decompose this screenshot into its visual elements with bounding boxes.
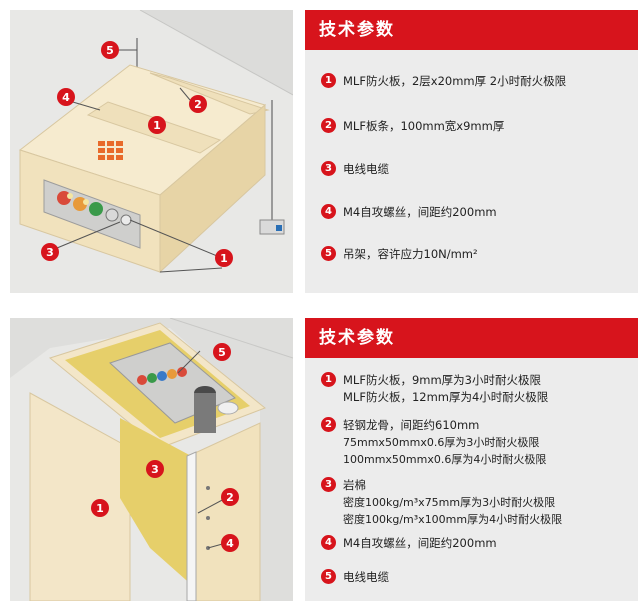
item-number: 4 <box>321 535 336 550</box>
cable-orange <box>167 369 177 379</box>
item-text: M4自攻螺丝，间距约200mm <box>343 205 497 219</box>
svg-text:3: 3 <box>151 463 159 476</box>
item-text: 100mmx50mmx0.6厚为4小时耐火极限 <box>343 453 547 466</box>
item-text: 75mmx50mmx0.6厚为3小时耐火极限 <box>343 436 540 449</box>
enclosure-side <box>159 103 266 274</box>
tech-params-panel-bottom: 技术参数 1 MLF防火板，9mm厚为3小时耐火极限 MLF防火板，12mm厚为… <box>305 318 638 601</box>
item-number: 3 <box>321 477 336 492</box>
item-text: M4自攻螺丝，间距约200mm <box>343 536 497 550</box>
cable-blue <box>157 371 167 381</box>
batten-strip <box>149 72 270 115</box>
param-item-4: 4 M4自攻螺丝，间距约200mm <box>321 535 632 552</box>
item-text: MLF防火板，9mm厚为3小时耐火极限 <box>343 373 541 387</box>
svg-text:1: 1 <box>220 252 228 265</box>
tech-params-panel-top: 技术参数 1 MLF防火板，2层x20mm厚 2小时耐火极限 2 MLF板条，1… <box>305 10 638 293</box>
item-number: 1 <box>321 73 336 88</box>
svg-text:4: 4 <box>62 91 70 104</box>
callout-1b: 1 <box>215 249 233 267</box>
param-item-3: 3 岩棉 密度100kg/m³x75mm厚为3小时耐火极限 密度100kg/m³… <box>321 477 632 528</box>
callout-4: 4 <box>221 534 239 552</box>
param-item-5: 5 吊架，容许应力10N/mm² <box>321 246 632 263</box>
item-text: 电线电缆 <box>343 162 389 176</box>
item-text: 密度100kg/m³x100mm厚为4小时耐火极限 <box>343 513 563 526</box>
callout-1: 1 <box>91 499 109 517</box>
item-text: 密度100kg/m³x75mm厚为3小时耐火极限 <box>343 496 556 509</box>
duct-enclosure-illustration: 5 4 2 1 3 1 <box>10 10 293 293</box>
svg-text:2: 2 <box>226 491 234 504</box>
duct-enclosure-drawing: 5 4 2 1 3 1 <box>18 10 293 274</box>
item-number: 3 <box>321 161 336 176</box>
callout-3: 3 <box>146 460 164 478</box>
callout-5: 5 <box>101 41 119 59</box>
callout-2: 2 <box>221 488 239 506</box>
cable-red <box>137 375 147 385</box>
param-item-2: 2 轻钢龙骨，间距约610mm 75mmx50mmx0.6厚为3小时耐火极限 1… <box>321 417 632 468</box>
callout-3: 3 <box>41 243 59 261</box>
item-text: MLF防火板，12mm厚为4小时耐火极限 <box>343 390 549 404</box>
svg-text:5: 5 <box>218 346 226 359</box>
svg-text:4: 4 <box>226 537 234 550</box>
item-text: MLF防火板，2层x20mm厚 2小时耐火极限 <box>343 74 567 88</box>
cable-green <box>147 373 157 383</box>
cable-green <box>89 202 103 216</box>
item-number: 5 <box>321 246 336 261</box>
panel-title: 技术参数 <box>305 318 638 358</box>
callout-4: 4 <box>57 88 75 106</box>
item-text: MLF板条，100mm宽x9mm厚 <box>343 119 505 133</box>
cable-grey <box>105 208 119 222</box>
item-text: 吊架，容许应力10N/mm² <box>343 247 478 261</box>
callout-1: 1 <box>148 116 166 134</box>
param-item-2: 2 MLF板条，100mm宽x9mm厚 <box>321 118 632 135</box>
item-number: 2 <box>321 417 336 432</box>
item-text: 轻钢龙骨，间距约610mm <box>343 418 480 432</box>
fire-board-face <box>29 392 131 601</box>
item-number: 2 <box>321 118 336 133</box>
wall-section-drawing: 5 3 2 1 4 <box>10 318 293 601</box>
param-item-1: 1 MLF防火板，2层x20mm厚 2小时耐火极限 <box>321 73 632 90</box>
svg-text:1: 1 <box>153 119 161 132</box>
callout-2: 2 <box>189 95 207 113</box>
item-text: 电线电缆 <box>343 570 389 584</box>
rock-wool <box>120 418 195 588</box>
param-item-4: 4 M4自攻螺丝，间距约200mm <box>321 204 632 221</box>
wall-section-illustration: 5 3 2 1 4 <box>10 318 293 601</box>
svg-text:1: 1 <box>96 502 104 515</box>
fire-board-side <box>194 422 261 601</box>
item-number: 4 <box>321 204 336 219</box>
item-number: 1 <box>321 372 336 387</box>
steel-stud <box>186 451 197 601</box>
param-item-5: 5 电线电缆 <box>321 569 632 586</box>
svg-text:5: 5 <box>106 44 114 57</box>
svg-text:3: 3 <box>46 246 54 259</box>
panel-title: 技术参数 <box>305 10 638 50</box>
brand-logo-mark <box>98 141 123 160</box>
callout-5: 5 <box>213 343 231 361</box>
item-text: 岩棉 <box>343 478 366 492</box>
svg-text:2: 2 <box>194 98 202 111</box>
item-number: 5 <box>321 569 336 584</box>
param-item-3: 3 电线电缆 <box>321 161 632 178</box>
param-item-1: 1 MLF防火板，9mm厚为3小时耐火极限 MLF防火板，12mm厚为4小时耐火… <box>321 372 632 406</box>
